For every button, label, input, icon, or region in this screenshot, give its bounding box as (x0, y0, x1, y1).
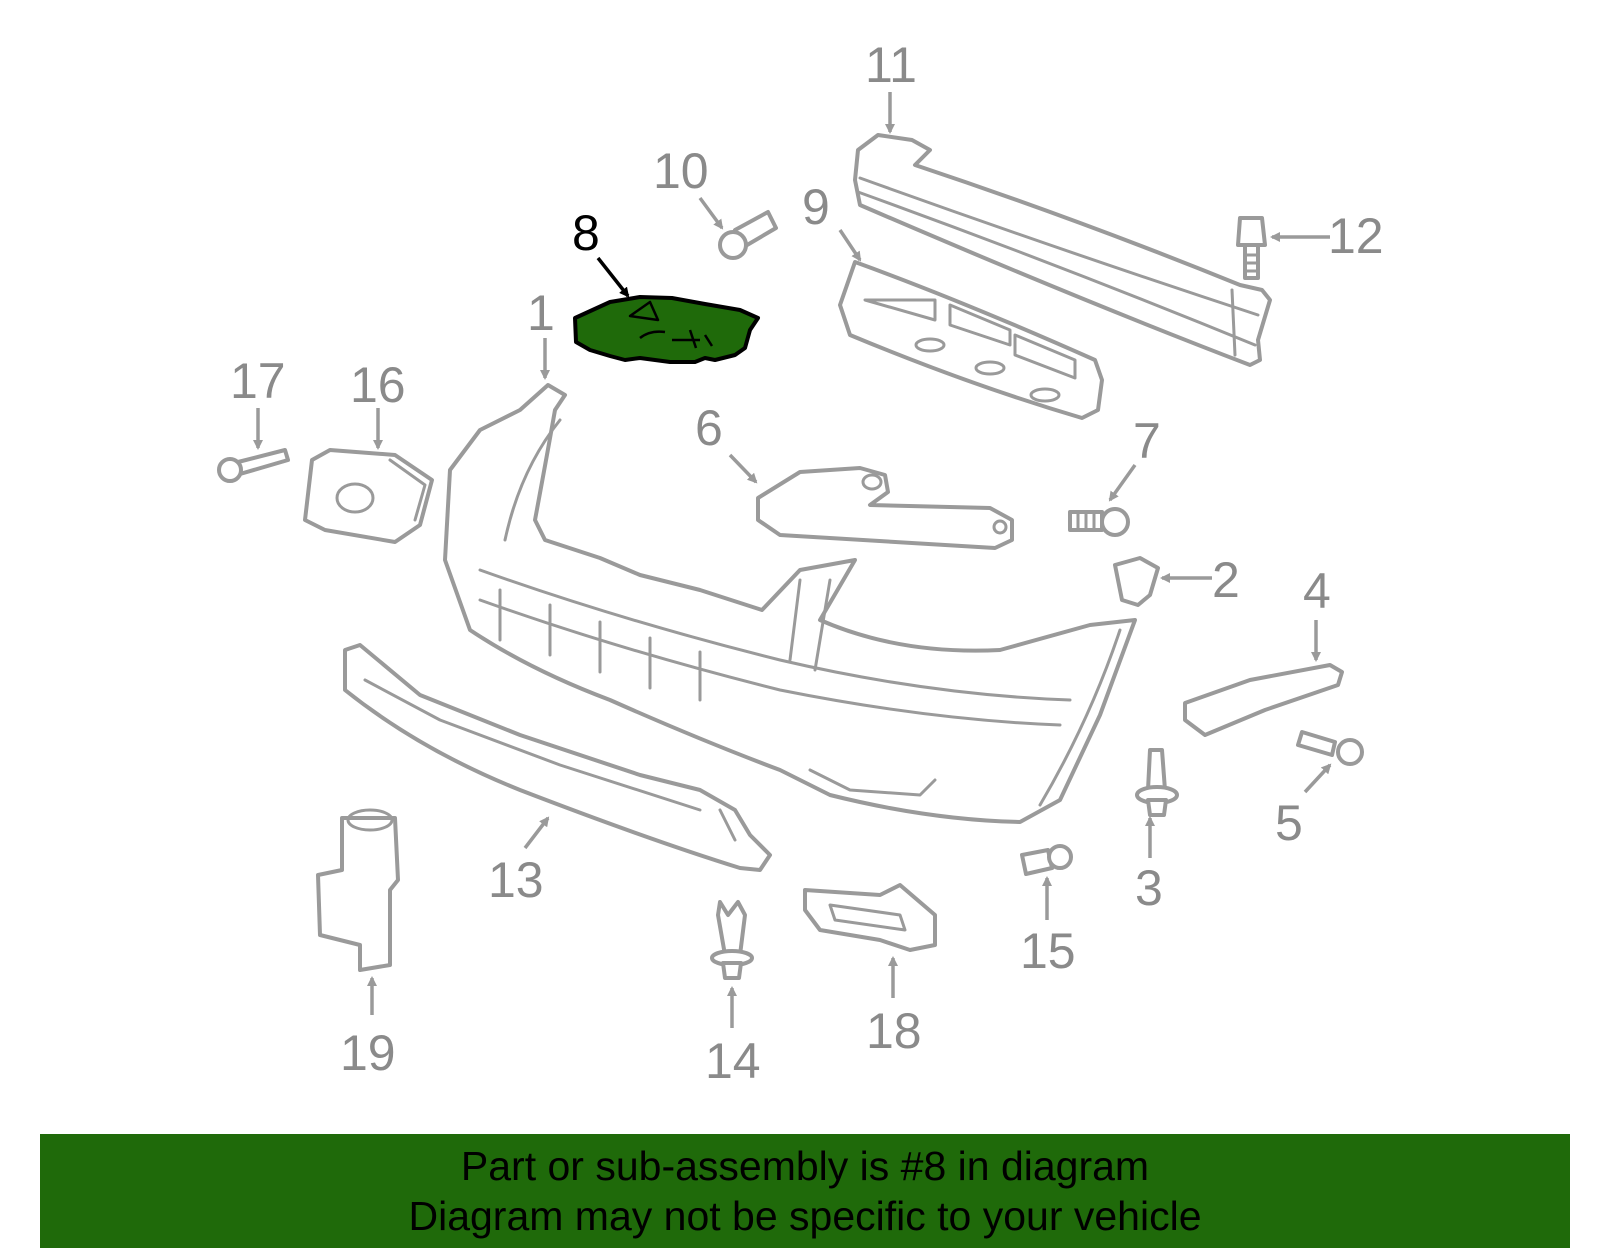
callout-3: 3 (1135, 860, 1163, 916)
arrow-7 (1108, 463, 1137, 502)
callout-labels: 11 9 10 12 8 1 17 16 6 7 2 4 5 3 15 13 1… (230, 37, 1384, 1089)
part-13-lower-spoiler (343, 643, 772, 872)
part-9-absorber (838, 260, 1104, 420)
part-8-highlighted-bracket (573, 295, 760, 364)
callout-2: 2 (1212, 552, 1240, 608)
banner-line-1: Part or sub-assembly is #8 in diagram (460, 1143, 1150, 1189)
callout-15: 15 (1020, 923, 1076, 979)
callout-11: 11 (865, 37, 917, 93)
part-15-clip (1020, 844, 1073, 876)
callout-6: 6 (695, 400, 723, 456)
part-3-clip (1135, 748, 1179, 817)
callout-5: 5 (1275, 795, 1303, 851)
callout-1: 1 (527, 285, 555, 341)
callout-18: 18 (866, 1003, 922, 1059)
arrow-13 (523, 816, 550, 850)
arrow-6 (728, 453, 758, 484)
callout-14: 14 (705, 1033, 761, 1089)
arrow-10 (698, 196, 724, 230)
callout-arrows (253, 92, 1332, 1028)
part-11-reinforcement-beam (853, 133, 1272, 367)
part-10-bolt (718, 210, 778, 260)
part-6-bracket (756, 466, 1014, 550)
part-19-sensor (316, 808, 400, 972)
banner-line-2: Diagram may not be specific to your vehi… (408, 1193, 1202, 1239)
part-4-side-bracket (1183, 663, 1344, 737)
part-18-grille-trim (803, 883, 937, 952)
callout-16: 16 (350, 357, 406, 413)
arrow-8 (596, 256, 630, 298)
callout-8: 8 (572, 205, 600, 261)
callout-13: 13 (488, 852, 544, 908)
arrow-5 (1303, 763, 1332, 794)
part-5-bolt (1296, 730, 1364, 766)
part-2-clip (1113, 556, 1160, 607)
callout-17: 17 (230, 353, 286, 409)
callout-7: 7 (1133, 413, 1161, 469)
callout-19: 19 (340, 1025, 396, 1081)
callout-12: 12 (1328, 208, 1384, 264)
callout-4: 4 (1303, 563, 1331, 619)
part-16-fog-light (303, 448, 434, 544)
part-14-push-clip (710, 900, 754, 980)
info-banner: Part or sub-assembly is #8 in diagram Di… (40, 1134, 1570, 1248)
part-7-bolt (1068, 507, 1130, 537)
arrow-9 (838, 229, 862, 262)
part-1-bumper-cover (443, 383, 1137, 824)
callout-10: 10 (653, 143, 709, 199)
callout-9: 9 (802, 179, 830, 235)
part-17-bolt (217, 448, 290, 483)
part-12-bolt (1236, 216, 1267, 280)
